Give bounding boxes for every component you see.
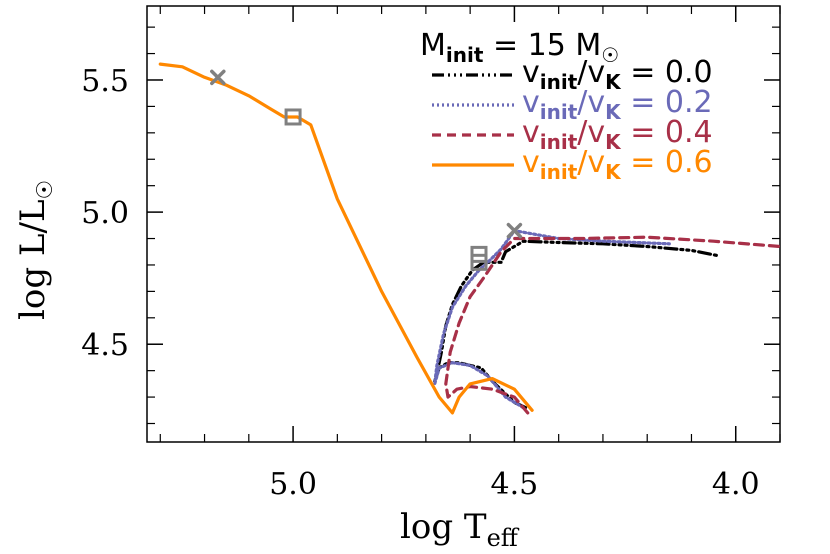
legend-label-1: vinit/vK = 0.2 — [522, 85, 713, 124]
legend-header: Minit = 15 M☉ — [420, 28, 619, 67]
x-tick-label: 4.0 — [712, 467, 760, 502]
marker-cross — [506, 222, 523, 239]
x-tick-label: 5.0 — [269, 467, 317, 502]
series-line-1 — [433, 229, 671, 410]
plot-frame — [146, 5, 781, 443]
marker-square — [284, 108, 302, 126]
legend-label-3: vinit/vK = 0.6 — [522, 145, 713, 184]
axis-ticks: 5.0 4.5 4.0 5.5 5.0 4.5 — [81, 6, 781, 502]
y-tick-label: 5.5 — [81, 64, 129, 99]
y-axis-label: log L/L☉ — [13, 180, 58, 320]
series-line-3 — [158, 62, 534, 415]
y-tick-label: 5.0 — [81, 196, 129, 231]
legend-label-0: vinit/vK = 0.0 — [522, 55, 713, 94]
x-tick-label: 4.5 — [491, 467, 539, 502]
marker-layer — [210, 69, 523, 271]
marker-square — [470, 253, 488, 271]
series-line-2 — [444, 235, 782, 415]
x-axis-label: log Teff — [400, 507, 520, 552]
marker-cross — [210, 69, 226, 86]
legend-label-2: vinit/vK = 0.4 — [522, 115, 713, 154]
y-tick-label: 4.5 — [81, 328, 129, 363]
series-layer — [158, 62, 782, 415]
